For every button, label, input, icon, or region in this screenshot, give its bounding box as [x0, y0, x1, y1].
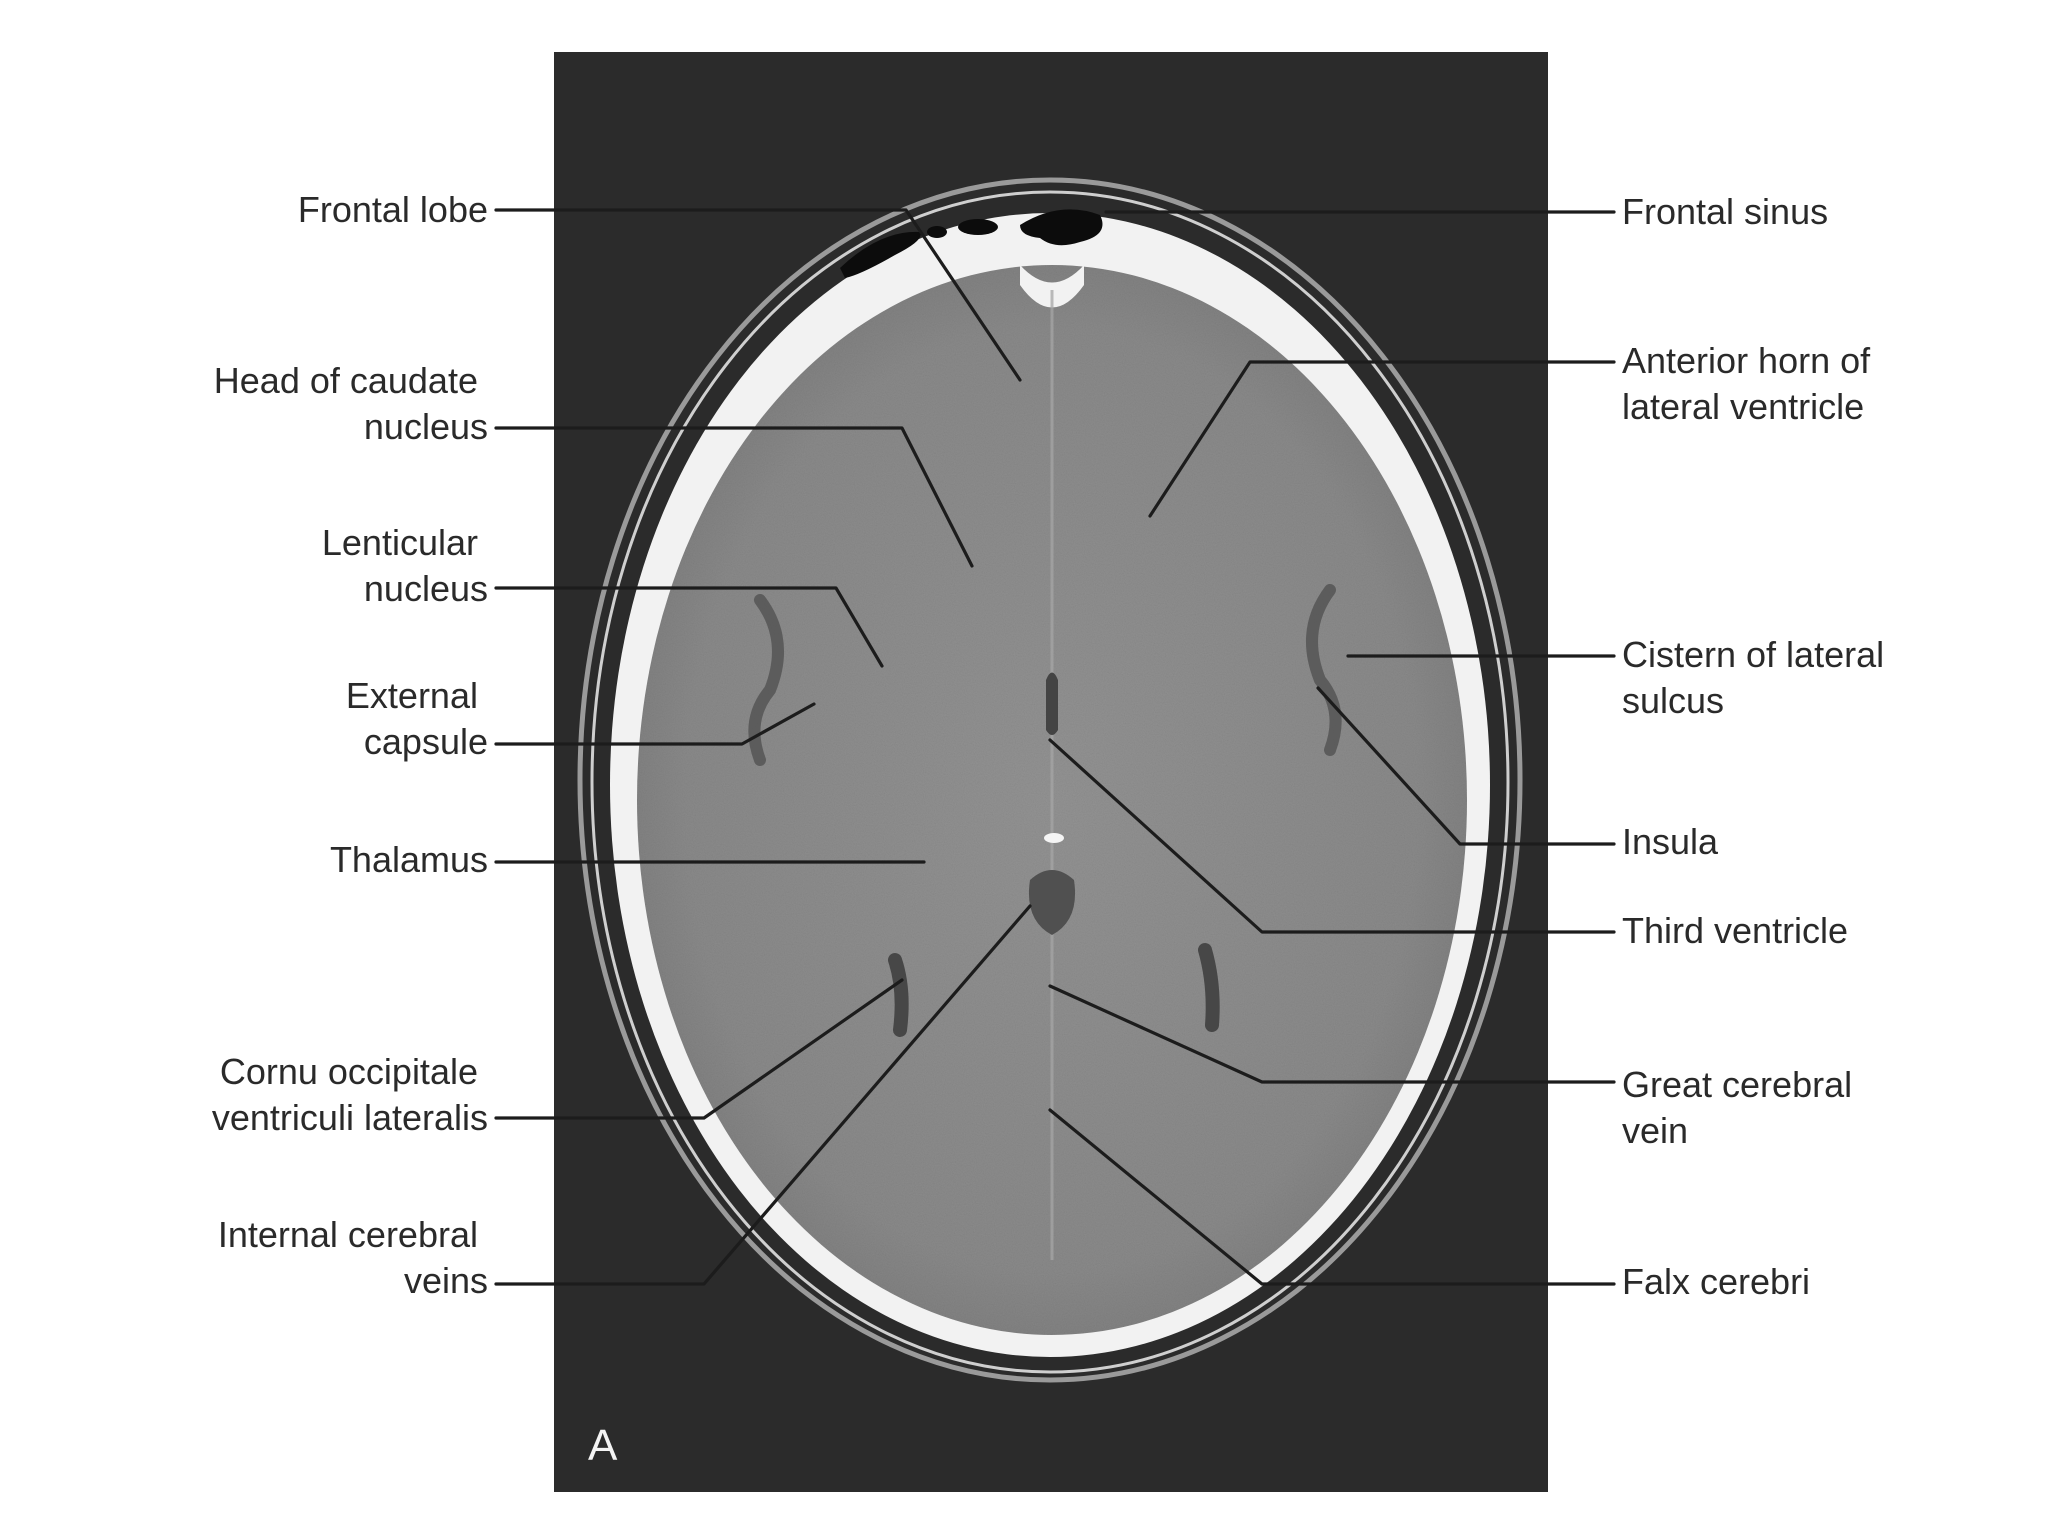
- leader-external-capsule: [494, 702, 816, 746]
- frontal-sinus-air-left: [840, 231, 921, 278]
- frontal-sinus-air-small-2: [927, 226, 947, 238]
- label-falx-cerebri: Falx cerebri: [1622, 1261, 1810, 1302]
- leader-head-of-caudate-nucleus: [494, 426, 974, 568]
- leader-internal-cerebral-veins: [494, 904, 1032, 1286]
- leader-insula: [1316, 686, 1616, 846]
- label-insula: Insula: [1622, 821, 1719, 862]
- label-external-capsule: External capsule: [346, 675, 488, 762]
- leader-frontal-lobe: [494, 208, 1022, 382]
- leader-third-ventricle: [1048, 738, 1616, 934]
- scalp-outer-ring: [577, 177, 1523, 1383]
- leader-falx-cerebri: [1048, 1108, 1616, 1286]
- ct-scan-image: [577, 177, 1523, 1383]
- right-lateral-sulcus: [1306, 584, 1342, 756]
- frontal-sinus-air: [1020, 209, 1103, 246]
- leader-anterior-horn-lateral-ventricle: [1148, 360, 1616, 518]
- leader-great-cerebral-vein: [1048, 984, 1616, 1084]
- leader-cornu-occipitale: [494, 978, 904, 1120]
- label-thalamus: Thalamus: [330, 839, 488, 880]
- label-frontal-sinus: Frontal sinus: [1622, 191, 1828, 232]
- label-head-of-caudate-nucleus: Head of caudate nucleus: [214, 360, 488, 447]
- right-labels: Frontal sinus Anterior horn of lateral v…: [1048, 191, 1894, 1302]
- panel-letter: A: [588, 1421, 618, 1470]
- label-cornu-occipitale: Cornu occipitale ventriculi lateralis: [212, 1051, 488, 1138]
- frontal-bone-notch: [1020, 265, 1084, 308]
- label-internal-cerebral-veins: Internal cerebral veins: [218, 1214, 488, 1301]
- third-ventricle-shape: [1046, 672, 1058, 735]
- label-great-cerebral-vein: Great cerebral vein: [1622, 1064, 1862, 1151]
- label-anterior-horn-lateral-ventricle: Anterior horn of lateral ventricle: [1622, 340, 1880, 427]
- leader-lenticular-nucleus: [494, 586, 884, 668]
- pineal-calcification: [1044, 833, 1064, 843]
- quadrigeminal-cistern: [1028, 870, 1076, 935]
- label-frontal-lobe: Frontal lobe: [298, 189, 488, 230]
- label-lenticular-nucleus: Lenticular nucleus: [322, 522, 488, 609]
- scalp-inner-ring: [590, 190, 1510, 1374]
- left-occipital-horn: [888, 953, 909, 1037]
- left-labels: Frontal lobe Head of caudate nucleus Len…: [212, 189, 1032, 1301]
- frontal-sinus-air-small: [958, 219, 998, 235]
- label-cistern-lateral-sulcus: Cistern of lateral sulcus: [1622, 634, 1894, 721]
- label-third-ventricle: Third ventricle: [1622, 910, 1848, 951]
- right-occipital-horn: [1198, 943, 1220, 1032]
